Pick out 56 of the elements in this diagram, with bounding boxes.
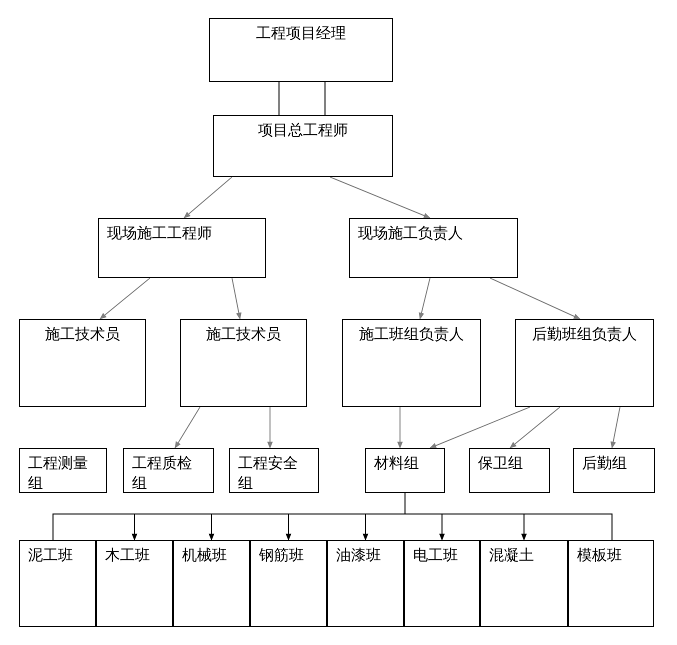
org-box — [173, 540, 250, 627]
node-label: 材料组 — [374, 453, 420, 473]
node-label: 工程项目经理 — [255, 23, 347, 43]
org-box — [180, 319, 307, 407]
org-box — [19, 540, 96, 627]
node-label: 机械班 — [182, 545, 228, 565]
org-box — [573, 448, 655, 493]
node-label: 混凝土 — [489, 545, 535, 565]
node-label: 工程安全组 — [238, 453, 299, 493]
node-label: 工程质检组 — [132, 453, 193, 493]
node-label: 现场施工负责人 — [358, 223, 464, 243]
connector-arrow — [429, 406, 530, 448]
connector-arrow — [509, 406, 560, 448]
connector-arrow — [232, 278, 242, 320]
org-box — [96, 540, 173, 627]
org-box — [213, 115, 393, 177]
node-label: 钢筋班 — [259, 545, 305, 565]
connector-arrow — [490, 278, 581, 320]
org-box — [349, 218, 518, 278]
org-box — [123, 448, 214, 493]
node-label: 施工技术员 — [205, 324, 282, 344]
node-label: 施工班组负责人 — [358, 324, 465, 344]
node-label: 模板班 — [577, 545, 623, 565]
org-box — [209, 18, 393, 82]
connector-arrow — [183, 176, 232, 218]
org-box — [568, 540, 654, 627]
org-box — [19, 319, 146, 407]
connector-arrow — [397, 406, 403, 449]
node-label: 施工技术员 — [44, 324, 121, 344]
org-box — [365, 448, 445, 493]
node-label: 后勤组 — [582, 453, 628, 473]
org-box — [98, 218, 266, 278]
node-label: 项目总工程师 — [257, 120, 349, 140]
connector-arrow — [418, 278, 430, 320]
connector-arrow — [174, 406, 200, 449]
node-label: 泥工班 — [28, 545, 74, 565]
node-label: 油漆班 — [336, 545, 382, 565]
org-box — [404, 540, 480, 627]
org-box — [229, 448, 319, 493]
org-box — [250, 540, 327, 627]
node-label: 后勤班组负责人 — [531, 324, 638, 344]
node-label: 现场施工工程师 — [107, 223, 213, 243]
connector-arrow — [267, 406, 273, 449]
connector-arrow — [610, 406, 620, 449]
node-label: 保卫组 — [478, 453, 524, 473]
org-box — [19, 448, 107, 493]
org-box — [342, 319, 481, 407]
org-box — [480, 540, 568, 627]
org-box — [469, 448, 550, 493]
node-label: 木工班 — [105, 545, 151, 565]
connector-arrow — [330, 176, 431, 218]
node-label: 电工班 — [413, 545, 459, 565]
connector-arrow — [99, 278, 150, 320]
node-label: 工程测量组 — [28, 453, 89, 493]
org-box — [327, 540, 404, 627]
org-box — [515, 319, 654, 407]
